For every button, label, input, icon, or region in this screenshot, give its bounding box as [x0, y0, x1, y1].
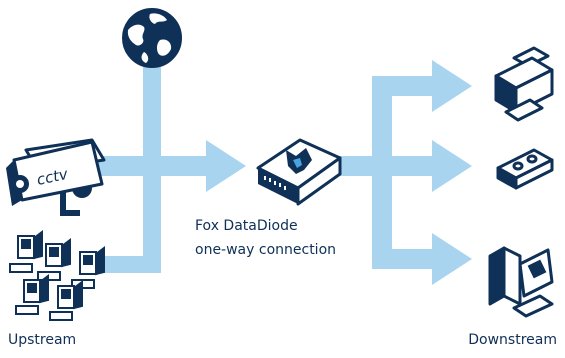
- workstation-icon: [488, 246, 554, 318]
- cctv-camera-icon: cctv: [6, 138, 106, 216]
- flow-lines: [92, 60, 472, 285]
- downstream-label: Downstream: [468, 332, 557, 348]
- upstream-main-line: [92, 156, 218, 176]
- tape-branch: [372, 156, 440, 176]
- upstream-label: Upstream: [8, 332, 77, 348]
- diode-label: Fox DataDiode one-way connection: [195, 214, 336, 262]
- printer-icon: [494, 46, 554, 122]
- workstation-arrow: [432, 233, 472, 285]
- globe-icon: [122, 8, 182, 68]
- tape-cassette-icon: [496, 148, 554, 190]
- computers-connector: [100, 256, 161, 273]
- computer-network-icon: [9, 230, 105, 321]
- diode-caption: one-way connection: [195, 242, 337, 258]
- workstation-branch: [372, 249, 442, 269]
- printer-arrow: [432, 60, 472, 112]
- fox-datadiode-device-icon: [256, 138, 342, 206]
- diode-name: Fox DataDiode: [195, 218, 298, 234]
- tape-arrow: [432, 140, 472, 192]
- printer-branch: [372, 76, 442, 96]
- diode-input-arrow: [206, 140, 246, 192]
